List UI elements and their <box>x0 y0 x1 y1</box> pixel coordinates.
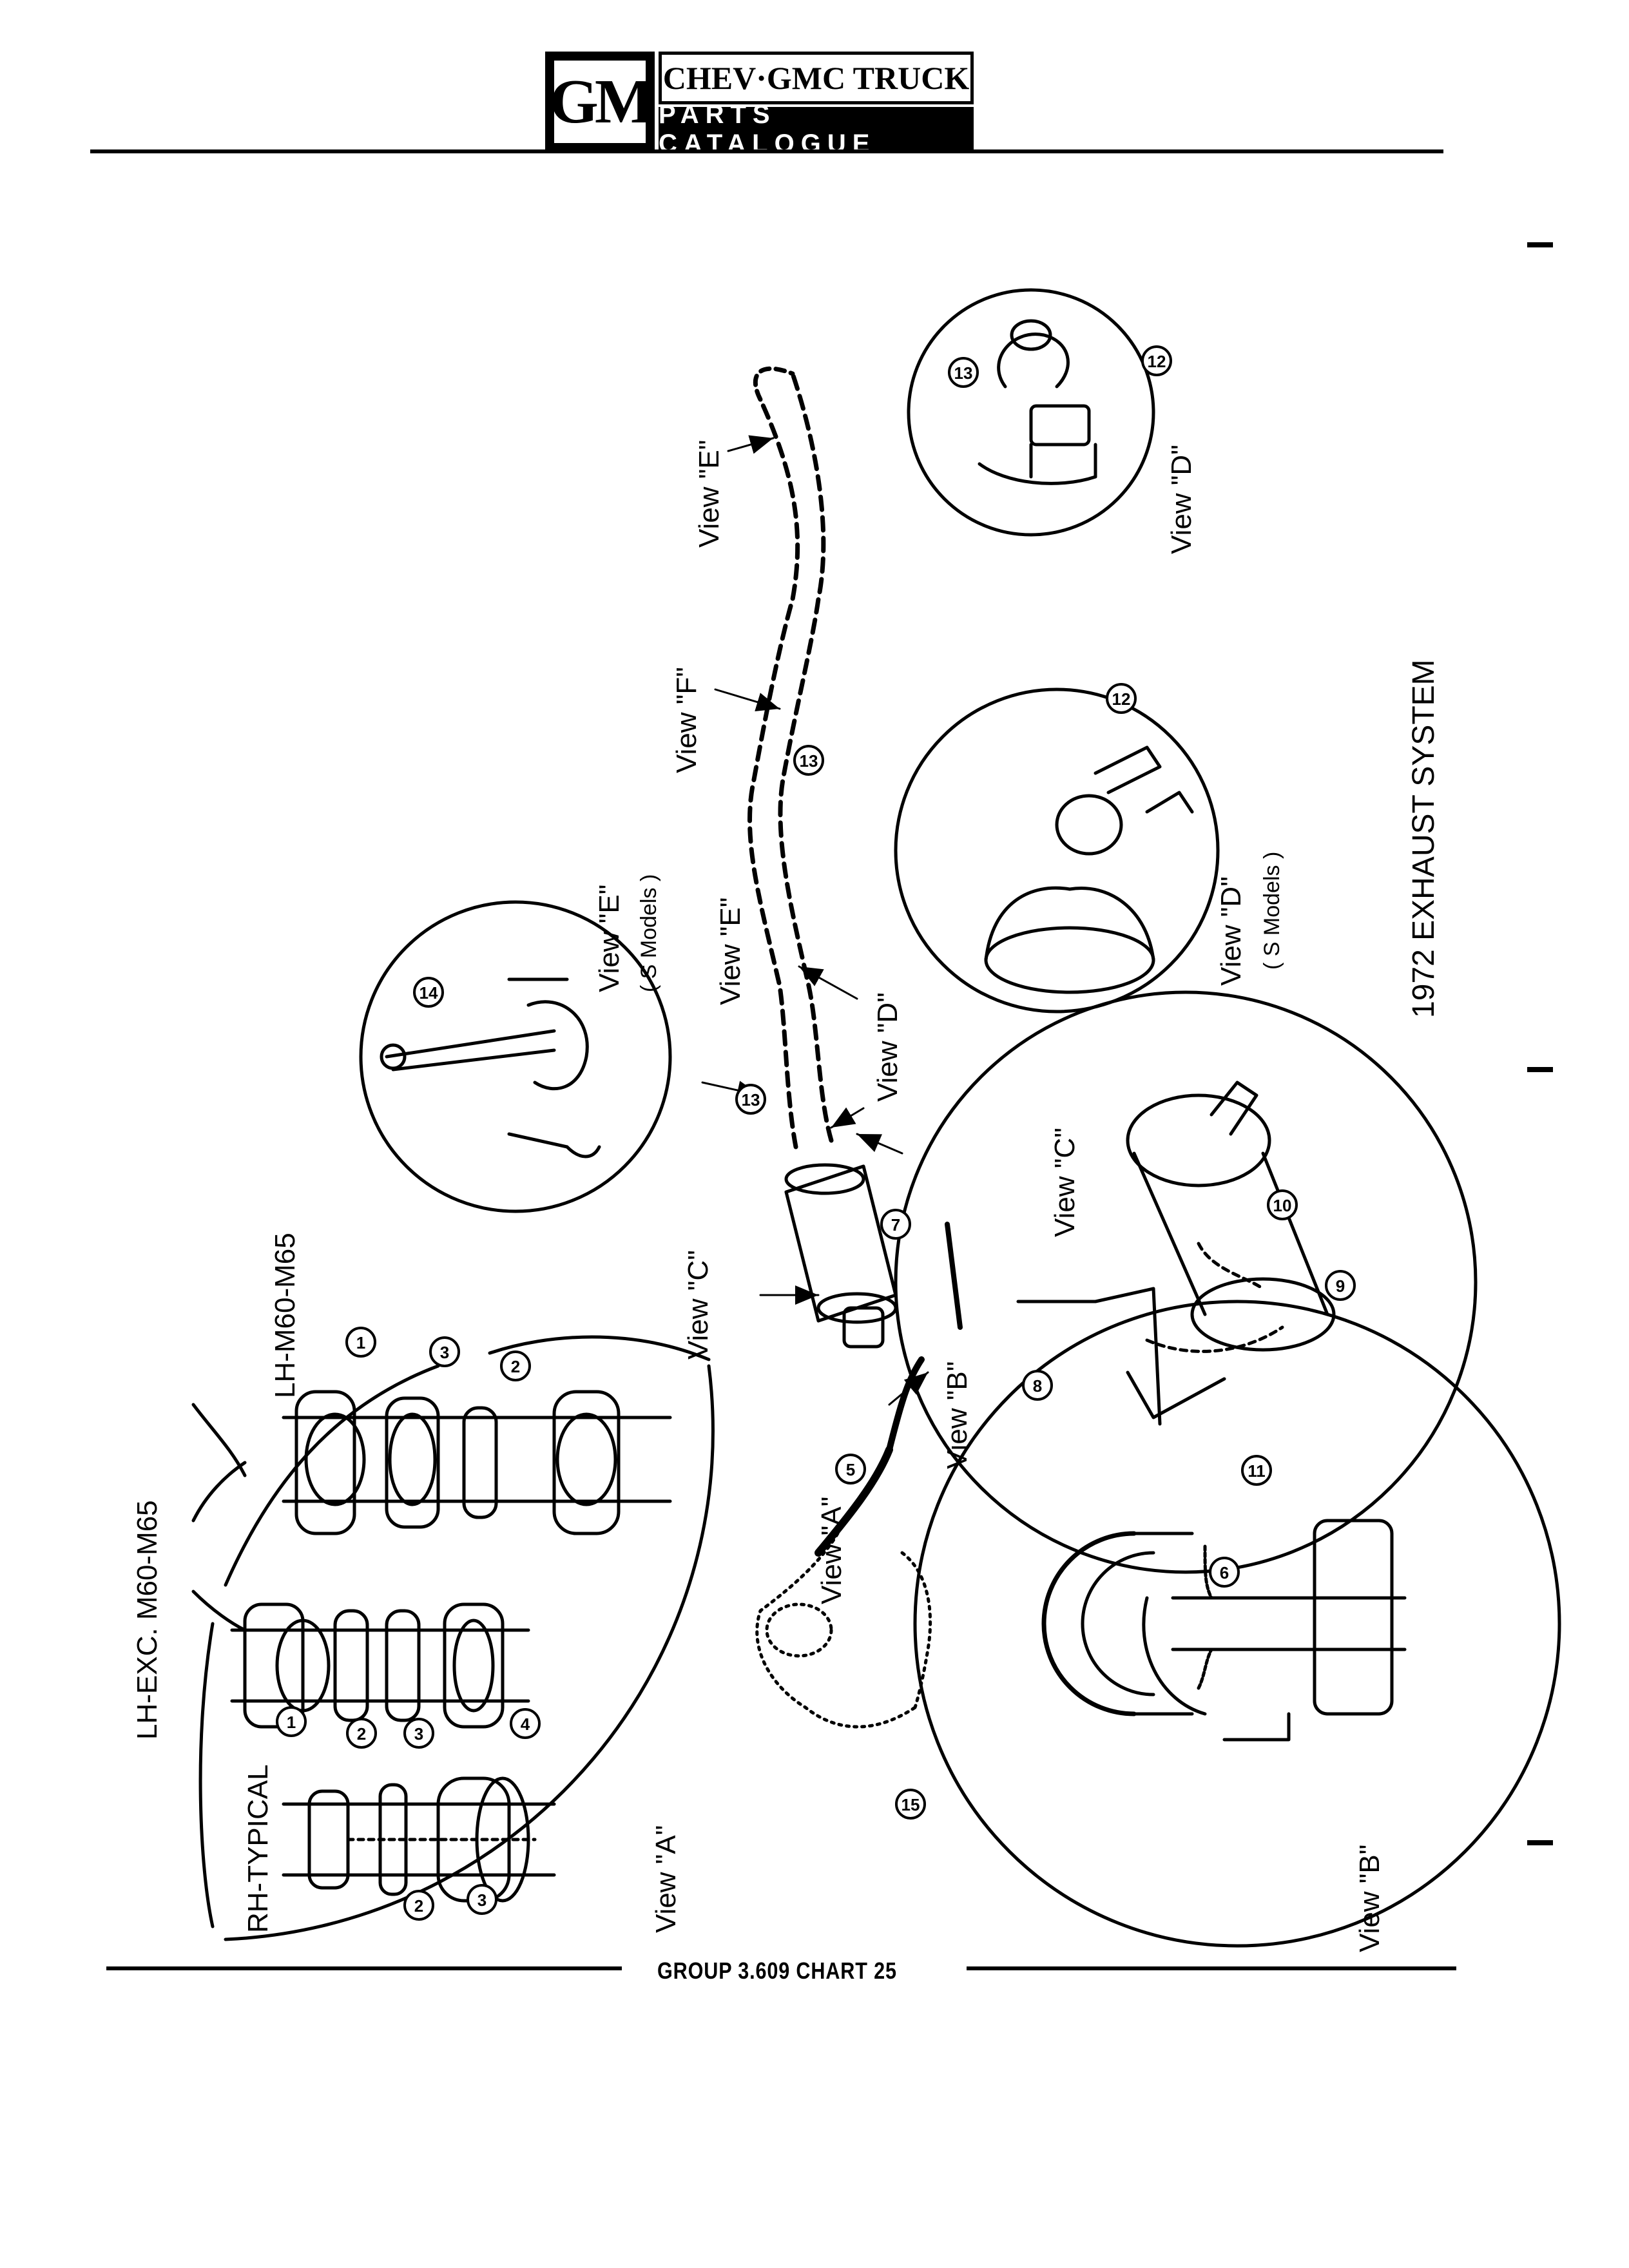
label-view-e-upper: View "E" <box>693 440 725 548</box>
view-a-detail <box>191 1335 715 1941</box>
brand-line: CHEV·GMC TRUCK <box>659 52 974 104</box>
svg-text:3: 3 <box>440 1343 449 1362</box>
view-e-detail <box>359 900 672 1213</box>
svg-text:13: 13 <box>954 363 973 383</box>
callout-3b: 3 <box>403 1718 434 1749</box>
footer-rule-left <box>106 1966 622 1970</box>
svg-text:1: 1 <box>287 1713 296 1732</box>
callout-12a: 12 <box>1106 683 1137 714</box>
label-view-e-s: View "E" <box>593 885 625 992</box>
callout-7: 7 <box>880 1209 911 1240</box>
label-view-d-s: View "D" <box>1215 876 1247 986</box>
label-view-e-s-models: ( S Models ) <box>637 874 661 992</box>
callout-14: 14 <box>413 977 444 1008</box>
callout-2c: 2 <box>403 1890 434 1921</box>
callout-3c: 3 <box>467 1884 497 1915</box>
label-view-b-main: View "B" <box>941 1361 973 1469</box>
svg-text:3: 3 <box>477 1890 487 1910</box>
label-rh-typical: RH-TYPICAL <box>242 1764 274 1933</box>
view-labels: View "A" View "A" View "B" View "B" View… <box>131 440 1441 1952</box>
callout-13b: 13 <box>793 745 824 776</box>
callout-5: 5 <box>835 1454 866 1485</box>
callout-10: 10 <box>1267 1189 1298 1220</box>
view-d-detail <box>907 288 1155 537</box>
label-view-a-main: View "A" <box>816 1497 847 1604</box>
gm-logo-text: GM <box>550 61 654 143</box>
label-view-d-main: View "D" <box>872 992 903 1102</box>
callout-11: 11 <box>1241 1455 1272 1486</box>
callout-8: 8 <box>1022 1370 1053 1401</box>
svg-text:9: 9 <box>1336 1276 1345 1296</box>
catalogue-header: GM CHEV·GMC TRUCK PARTS CATALOGUE <box>545 52 974 158</box>
callout-13a: 13 <box>948 357 979 388</box>
leader-lines <box>701 435 929 1406</box>
view-b-detail <box>913 1300 1561 1948</box>
callout-1a: 1 <box>345 1327 376 1358</box>
chart-reference: GROUP 3.609 CHART 25 <box>657 1957 897 1984</box>
label-view-d-upper: View "D" <box>1166 445 1197 554</box>
svg-text:3: 3 <box>414 1724 423 1744</box>
svg-text:6: 6 <box>1220 1563 1229 1582</box>
svg-text:13: 13 <box>742 1090 760 1110</box>
svg-text:2: 2 <box>357 1724 366 1744</box>
label-view-c-main: View "C" <box>682 1250 714 1360</box>
svg-text:12: 12 <box>1148 352 1166 371</box>
svg-text:2: 2 <box>511 1357 520 1376</box>
header-rule <box>90 149 1443 153</box>
svg-text:15: 15 <box>901 1795 920 1814</box>
svg-text:12: 12 <box>1112 689 1131 709</box>
svg-text:2: 2 <box>414 1896 423 1916</box>
callout-15: 15 <box>895 1789 926 1820</box>
svg-text:14: 14 <box>419 983 438 1003</box>
svg-text:5: 5 <box>846 1460 855 1479</box>
view-c-detail <box>894 990 1478 1574</box>
label-lh-exc: LH-EXC. M60-M65 <box>131 1500 163 1740</box>
diagram-title: 1972 EXHAUST SYSTEM <box>1407 659 1441 1018</box>
label-view-e-lower: View "E" <box>715 898 746 1005</box>
svg-text:8: 8 <box>1033 1376 1042 1396</box>
svg-text:11: 11 <box>1248 1461 1266 1481</box>
callout-2b: 2 <box>346 1718 377 1749</box>
label-view-a: View "A" <box>650 1825 682 1933</box>
callout-13c: 13 <box>735 1084 766 1115</box>
gm-logo: GM <box>545 52 655 152</box>
svg-text:7: 7 <box>891 1215 900 1235</box>
callout-2a: 2 <box>500 1350 531 1381</box>
exhaust-run <box>747 366 963 1729</box>
callout-markers: 1 3 2 1 2 3 4 2 3 5 6 7 8 9 10 11 12 12 … <box>276 345 1356 1921</box>
callout-4: 4 <box>510 1708 541 1739</box>
callout-3a: 3 <box>429 1336 460 1367</box>
margin-marks <box>1527 242 1553 1845</box>
callout-12b: 12 <box>1141 345 1172 376</box>
svg-text:13: 13 <box>800 751 818 771</box>
label-view-b: View "B" <box>1354 1845 1385 1952</box>
footer-rule-right <box>967 1966 1456 1970</box>
callout-1b: 1 <box>276 1706 307 1737</box>
label-view-f: View "F" <box>671 667 702 773</box>
svg-text:1: 1 <box>356 1333 365 1352</box>
callout-9: 9 <box>1325 1270 1356 1301</box>
svg-text:4: 4 <box>521 1715 530 1734</box>
callout-6: 6 <box>1209 1557 1240 1588</box>
svg-text:10: 10 <box>1273 1196 1292 1215</box>
label-view-d-s-models: ( S Models ) <box>1260 852 1284 970</box>
view-d-s-detail <box>894 687 1220 1014</box>
label-view-c: View "C" <box>1049 1128 1081 1237</box>
label-lh-m60: LH-M60-M65 <box>269 1233 301 1398</box>
